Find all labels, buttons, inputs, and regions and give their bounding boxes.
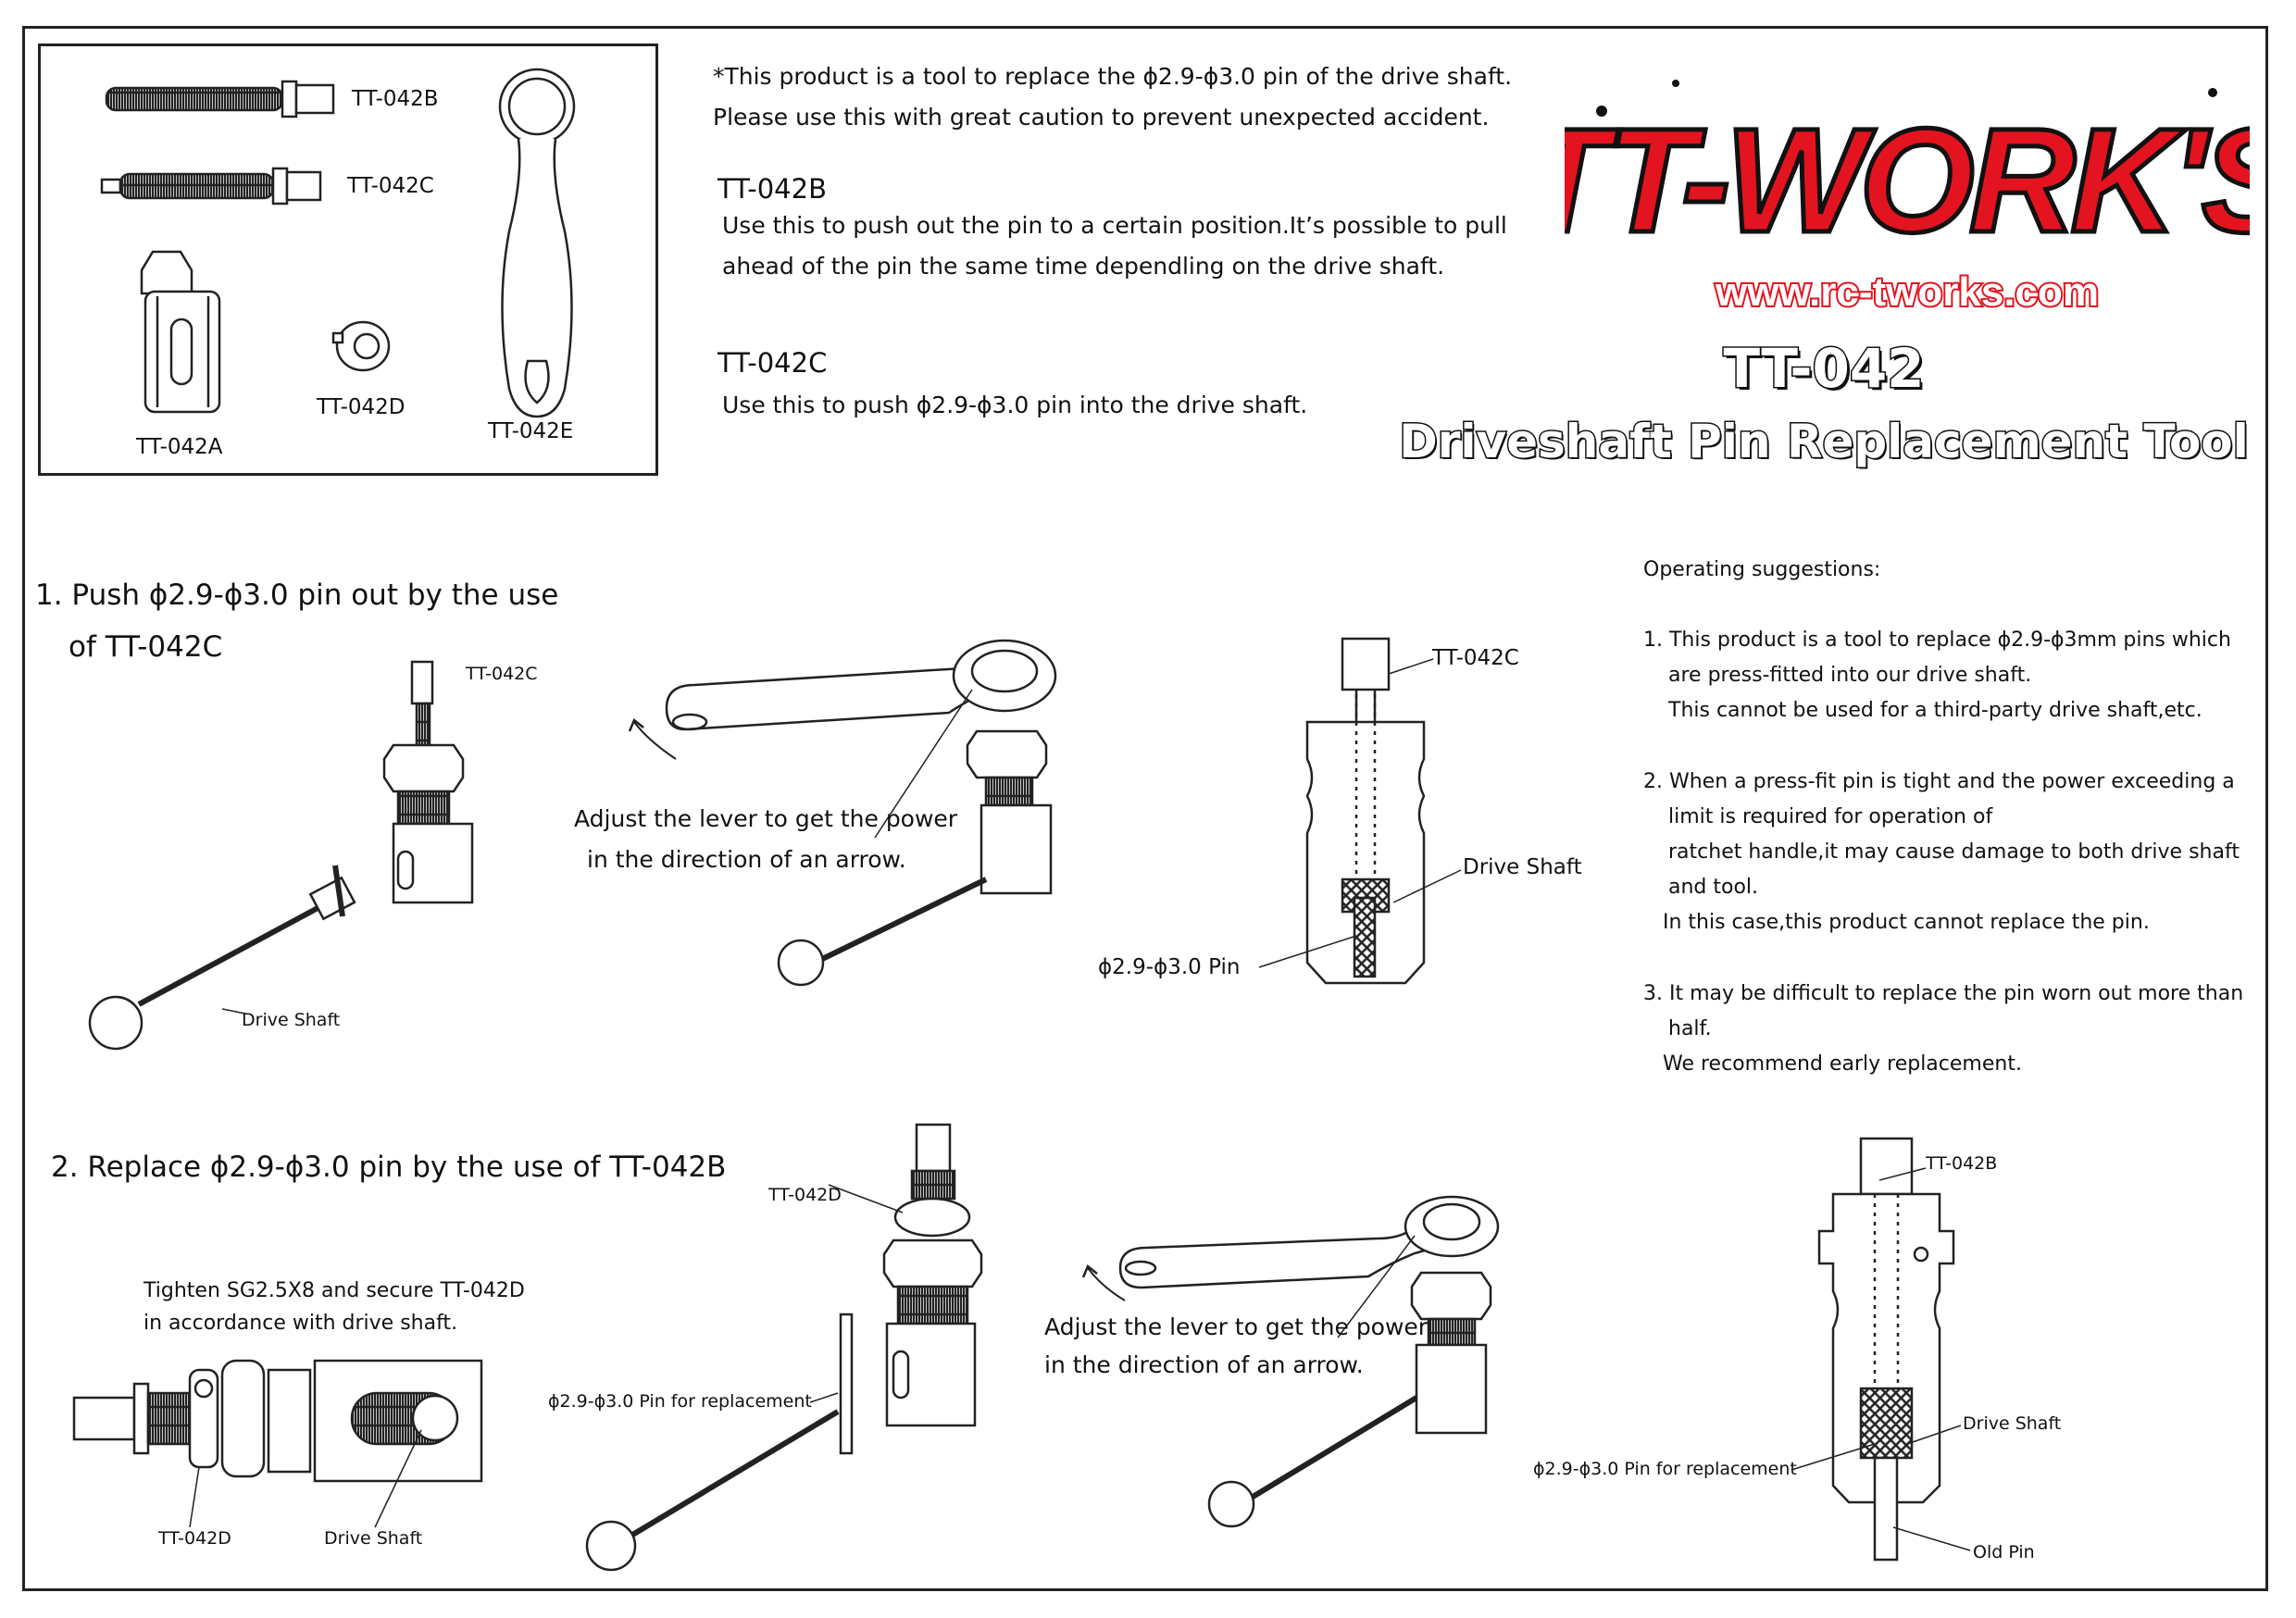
step2-label-ring-side: TT-042D (158, 1528, 231, 1549)
step2-label-shaft-side: Drive Shaft (324, 1528, 423, 1549)
intro-line-1: *This product is a tool to replace the ϕ… (713, 63, 1513, 90)
tool-c-heading: TT-042C (718, 347, 828, 379)
step2-label-ring: TT-042D (768, 1185, 842, 1205)
step2-ratchet-drawing (1081, 1195, 1500, 1528)
step1-heading: 1. Push ϕ2.9-ϕ3.0 pin out by the use (35, 579, 559, 612)
step2-tool-drawing (585, 1123, 983, 1572)
step1-cross-section-drawing (1258, 637, 1462, 985)
operating-title: Operating suggestions: (1643, 558, 1881, 581)
operating-line: 2. When a press-fit pin is tight and the… (1643, 770, 2235, 793)
part-tt-042e-drawing (498, 68, 576, 418)
brand-logo-graphic: TT-WORK'S www.rc-tworks.com (1517, 80, 2296, 317)
step2-adjust-2: in the direction of an arrow. (1044, 1351, 1364, 1378)
step2-adjust-1: Adjust the lever to get the power (1044, 1313, 1429, 1340)
page-border (22, 26, 2268, 1591)
tool-b-heading: TT-042B (718, 173, 827, 205)
intro-line-2: Please use this with great caution to pr… (713, 104, 1490, 131)
step1-driveshaft-drawing (88, 865, 356, 1051)
step1-label-shaft-section: Drive Shaft (1463, 855, 1582, 879)
step2-label-old-pin: Old Pin (1973, 1542, 2035, 1562)
step2-label-shaft-section: Drive Shaft (1963, 1413, 2062, 1434)
tool-c-desc: Use this to push ϕ2.9-ϕ3.0 pin into the … (722, 392, 1308, 418)
svg-text:www.rc-tworks.com: www.rc-tworks.com (1715, 269, 2099, 315)
part-label-tt-042a: TT-042A (136, 435, 223, 459)
step2-label-pin-section: ϕ2.9-ϕ3.0 Pin for replacement (1533, 1459, 1797, 1479)
part-tt-042c-drawing (100, 167, 322, 205)
operating-line: 1. This product is a tool to replace ϕ2.… (1643, 629, 2231, 652)
parts-box (38, 44, 658, 476)
tool-b-desc-1: Use this to push out the pin to a certai… (722, 212, 1507, 239)
operating-line: limit is required for operation of (1668, 805, 1993, 828)
step2-tighten-2: in accordance with drive shaft. (144, 1312, 458, 1335)
operating-line: This cannot be used for a third-party dr… (1668, 699, 2202, 722)
step1-label-shaft: Drive Shaft (242, 1010, 341, 1030)
part-tt-042b-drawing (105, 80, 335, 118)
product-title: Driveshaft Pin Replacement Tool (1398, 414, 2251, 470)
tool-b-desc-2: ahead of the pin the same time dependlin… (722, 253, 1445, 280)
step1-adjust-1: Adjust the lever to get the power (574, 805, 958, 832)
svg-text:TT-WORK'S: TT-WORK'S (1565, 97, 2250, 263)
step1-adjust-2: in the direction of an arrow. (587, 846, 906, 873)
step2-cross-section-drawing (1791, 1137, 1971, 1562)
part-label-tt-042c: TT-042C (347, 174, 434, 198)
operating-line: half. (1668, 1017, 1712, 1040)
brand-logo: TT-WORK'S www.rc-tworks.com (1517, 56, 2296, 333)
step2-side-view-drawing (72, 1359, 483, 1528)
operating-line: are press-fitted into our drive shaft. (1668, 664, 2032, 687)
operating-line: In this case,this product cannot replace… (1663, 911, 2150, 934)
step1-label-tool-section: TT-042C (1432, 646, 1519, 670)
step1-label-tool: TT-042C (466, 664, 538, 684)
part-label-tt-042b: TT-042B (352, 87, 439, 111)
step1-ratchet-drawing (628, 639, 1057, 987)
step2-tighten-1: Tighten SG2.5X8 and secure TT-042D (144, 1279, 525, 1302)
step1-label-pin: ϕ2.9-ϕ3.0 Pin (1098, 955, 1241, 979)
step2-label-pin: ϕ2.9-ϕ3.0 Pin for replacement (548, 1391, 812, 1412)
operating-line: ratchet handle,it may cause damage to bo… (1668, 840, 2240, 864)
part-label-tt-042d: TT-042D (317, 395, 406, 419)
step1-tool-drawing (382, 660, 474, 904)
step2-label-tool-section: TT-042B (1926, 1153, 1998, 1174)
operating-line: We recommend early replacement. (1663, 1052, 2022, 1076)
part-tt-042d-drawing (331, 320, 391, 372)
part-label-tt-042e: TT-042E (488, 419, 574, 443)
step1-heading-2: of TT-042C (69, 630, 223, 664)
product-model: TT-042 (1722, 336, 1926, 402)
part-tt-042a-drawing (140, 250, 221, 414)
operating-line: 3. It may be difficult to replace the pi… (1643, 982, 2244, 1005)
step2-heading: 2. Replace ϕ2.9-ϕ3.0 pin by the use of T… (51, 1151, 727, 1184)
operating-line: and tool. (1668, 876, 1759, 899)
